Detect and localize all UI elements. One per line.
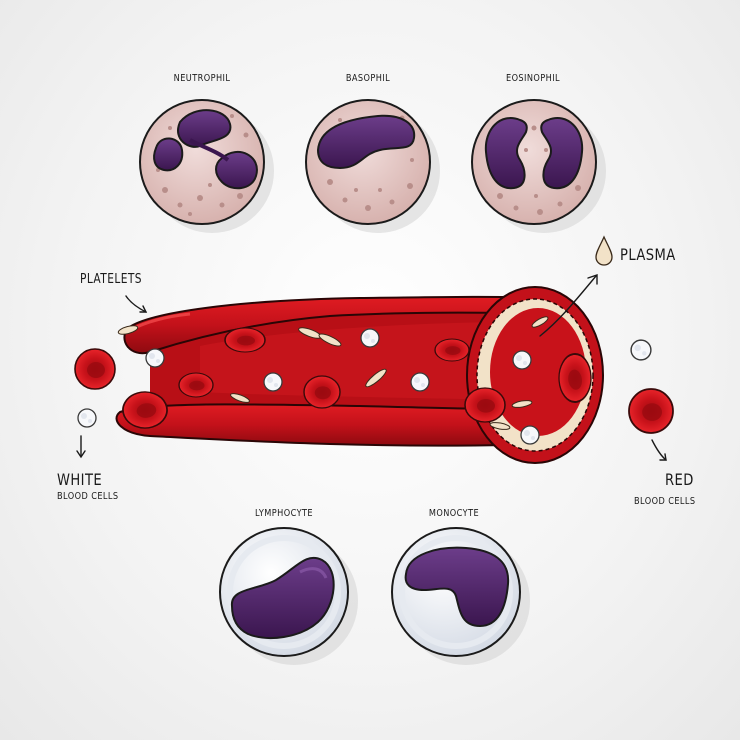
white-blood-cells-label-line2: BLOOD CELLS	[57, 491, 119, 502]
monocyte-label: MONOCYTE	[428, 508, 480, 519]
white-blood-cells-label-line1: WHITE	[57, 470, 103, 489]
platelets-label: PLATELETS	[80, 272, 142, 287]
red-blood-cells-label-line1: RED	[665, 470, 694, 489]
lymphocyte-label: LYMPHOCYTE	[254, 508, 314, 519]
platelets	[117, 316, 549, 430]
eosinophil-label: EOSINOPHIL	[505, 73, 561, 84]
lymphocyte-cell	[219, 527, 358, 665]
red-blood-cells-label-line2: BLOOD CELLS	[634, 496, 696, 507]
plasma-label: PLASMA	[620, 245, 676, 264]
neutrophil-label: NEUTROPHIL	[173, 73, 231, 84]
monocyte-cell	[391, 527, 530, 665]
basophil-cell	[305, 99, 440, 233]
label-arrows	[76, 274, 667, 461]
neutrophil-cell	[139, 99, 274, 233]
plasma-drop-icon	[595, 235, 613, 266]
basophil-label: BASOPHIL	[345, 73, 391, 84]
eosinophil-cell	[471, 99, 606, 233]
